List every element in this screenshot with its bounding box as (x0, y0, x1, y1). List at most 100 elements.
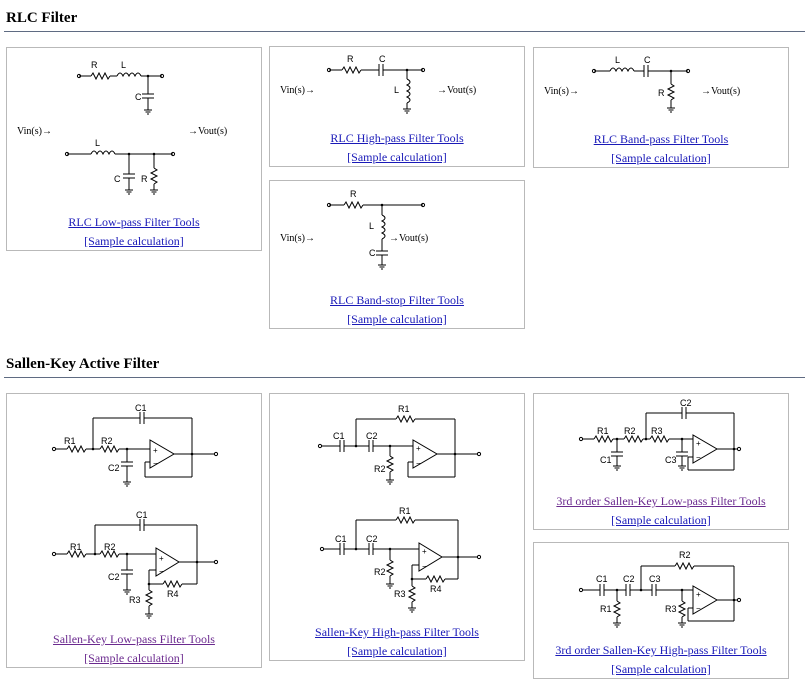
card-sk3-lowpass: + − R1 R2 R3 C2 C1 C3 3rd order Sallen-Ke… (533, 393, 789, 530)
link-sk-highpass-tools[interactable]: Sallen-Key High-pass Filter Tools (315, 625, 479, 639)
label-C1: C1 (600, 455, 612, 465)
svg-text:−: − (416, 459, 421, 468)
label-R1: R1 (597, 426, 609, 436)
svg-text:−: − (153, 459, 158, 468)
label-R1: R1 (399, 506, 411, 516)
label-C2: C2 (108, 463, 120, 473)
svg-text:+: + (416, 444, 421, 453)
label-R2: R2 (624, 426, 636, 436)
card-rlc-bandpass: L C R Vin(s)→ →Vout(s) RLC Band-pass Fil… (533, 47, 789, 168)
label-C: C (114, 174, 121, 184)
link-rlc-highpass-sample[interactable]: [Sample calculation] (347, 150, 447, 164)
section-divider (4, 377, 805, 378)
link-sk-lowpass-tools[interactable]: Sallen-Key Low-pass Filter Tools (53, 632, 215, 646)
label-C3: C3 (649, 574, 661, 584)
link-rlc-bandpass-sample[interactable]: [Sample calculation] (611, 151, 711, 165)
label-R4: R4 (167, 589, 179, 599)
card-rlc-highpass: R C L Vin(s)→ →Vout(s) RLC High-pass Fil… (269, 46, 525, 167)
card-rlc-lowpass: R L C L C R Vin(s)→ →Vout(s) RLC Low-pas… (6, 47, 262, 251)
card-sk3-highpass: + − C1 C2 C3 R2 R1 R3 3rd order Sallen-Ke… (533, 542, 789, 679)
label-C2: C2 (623, 574, 635, 584)
section-title-sallen-key: Sallen-Key Active Filter (6, 356, 160, 372)
vout-label: →Vout(s) (188, 126, 227, 137)
link-sk-highpass-sample[interactable]: [Sample calculation] (347, 644, 447, 658)
sk-highpass-circuit-diagram: + − C1 C2 R1 R2 + − C1 (317, 404, 482, 613)
sk-lowpass-circuit-diagram: +− R1 R2 C1 C2 +− R1 (51, 403, 219, 619)
link-rlc-lowpass-tools[interactable]: RLC Low-pass Filter Tools (68, 215, 200, 229)
label-C: C (135, 92, 142, 102)
label-C1: C1 (596, 574, 608, 584)
bandpass-circuit-diagram: L C R Vin(s)→ →Vout(s) (544, 55, 740, 113)
label-R1: R1 (64, 436, 76, 446)
svg-text:+: + (422, 547, 427, 556)
card-sk-highpass: + − C1 C2 R1 R2 + − C1 (269, 393, 525, 661)
label-R3: R3 (651, 426, 663, 436)
label-R: R (350, 189, 357, 199)
link-sk-lowpass-sample[interactable]: [Sample calculation] (84, 651, 184, 665)
label-C: C (644, 55, 651, 65)
card-sk-lowpass: +− R1 R2 C1 C2 +− R1 (6, 393, 262, 668)
vin-label: Vin(s)→ (544, 86, 579, 97)
section-divider (4, 31, 805, 32)
link-rlc-bandstop-sample[interactable]: [Sample calculation] (347, 312, 447, 326)
link-sk3-lowpass-tools[interactable]: 3rd order Sallen-Key Low-pass Filter Too… (556, 494, 766, 508)
label-R3: R3 (665, 604, 677, 614)
label-R: R (347, 54, 354, 64)
label-C: C (369, 248, 376, 258)
link-rlc-bandstop-tools[interactable]: RLC Band-stop Filter Tools (330, 293, 464, 307)
svg-text:+: + (696, 439, 701, 448)
vin-label: Vin(s)→ (280, 85, 315, 96)
label-L: L (369, 221, 374, 231)
label-C1: C1 (333, 431, 345, 441)
label-R2: R2 (101, 436, 113, 446)
sk3-highpass-circuit-diagram: + − C1 C2 C3 R2 R1 R3 (578, 550, 742, 628)
label-L: L (121, 60, 126, 70)
label-R3: R3 (129, 595, 141, 605)
label-C1: C1 (335, 534, 347, 544)
link-sk3-lowpass-sample[interactable]: [Sample calculation] (611, 513, 711, 527)
sk3-lowpass-circuit-diagram: + − R1 R2 R3 C2 C1 C3 (578, 398, 742, 471)
svg-text:+: + (696, 590, 701, 599)
label-C3: C3 (665, 455, 677, 465)
link-sk3-highpass-tools[interactable]: 3rd order Sallen-Key High-pass Filter To… (555, 643, 767, 657)
svg-text:+: + (159, 554, 164, 563)
label-L: L (615, 55, 620, 65)
svg-text:−: − (696, 453, 701, 462)
label-C2: C2 (680, 398, 692, 408)
highpass-circuit-diagram: R C L Vin(s)→ →Vout(s) (280, 54, 476, 114)
bandstop-circuit-diagram: R L C Vin(s)→ →Vout(s) (280, 189, 428, 270)
section-title-rlc: RLC Filter (6, 10, 78, 26)
vout-label: →Vout(s) (389, 233, 428, 244)
label-R1: R1 (600, 604, 612, 614)
label-R: R (658, 88, 665, 98)
svg-text:+: + (153, 446, 158, 455)
svg-text:−: − (696, 604, 701, 613)
label-R: R (91, 60, 98, 70)
label-L: L (394, 85, 399, 95)
label-L: L (95, 138, 100, 148)
label-C1: C1 (136, 510, 148, 520)
link-sk3-highpass-sample[interactable]: [Sample calculation] (611, 662, 711, 676)
vin-label: Vin(s)→ (17, 126, 52, 137)
label-R2: R2 (679, 550, 691, 560)
label-R2: R2 (374, 567, 386, 577)
label-C1: C1 (135, 403, 147, 413)
card-rlc-bandstop: R L C Vin(s)→ →Vout(s) RLC Band-stop Fil… (269, 180, 525, 329)
link-rlc-highpass-tools[interactable]: RLC High-pass Filter Tools (330, 131, 464, 145)
lowpass-circuit-diagram: R L C L C R Vin(s)→ →Vout(s) (17, 60, 227, 195)
label-R: R (141, 174, 148, 184)
vin-label: Vin(s)→ (280, 233, 315, 244)
vout-label: →Vout(s) (701, 86, 740, 97)
vout-label: →Vout(s) (437, 85, 476, 96)
label-R2: R2 (104, 542, 116, 552)
link-rlc-lowpass-sample[interactable]: [Sample calculation] (84, 234, 184, 248)
label-C2: C2 (366, 431, 378, 441)
svg-text:−: − (422, 562, 427, 571)
svg-text:−: − (159, 567, 164, 576)
label-R4: R4 (430, 584, 442, 594)
label-C: C (379, 54, 386, 64)
link-rlc-bandpass-tools[interactable]: RLC Band-pass Filter Tools (593, 132, 729, 146)
label-R2: R2 (374, 464, 386, 474)
label-R1: R1 (398, 404, 410, 414)
label-R3: R3 (394, 589, 406, 599)
